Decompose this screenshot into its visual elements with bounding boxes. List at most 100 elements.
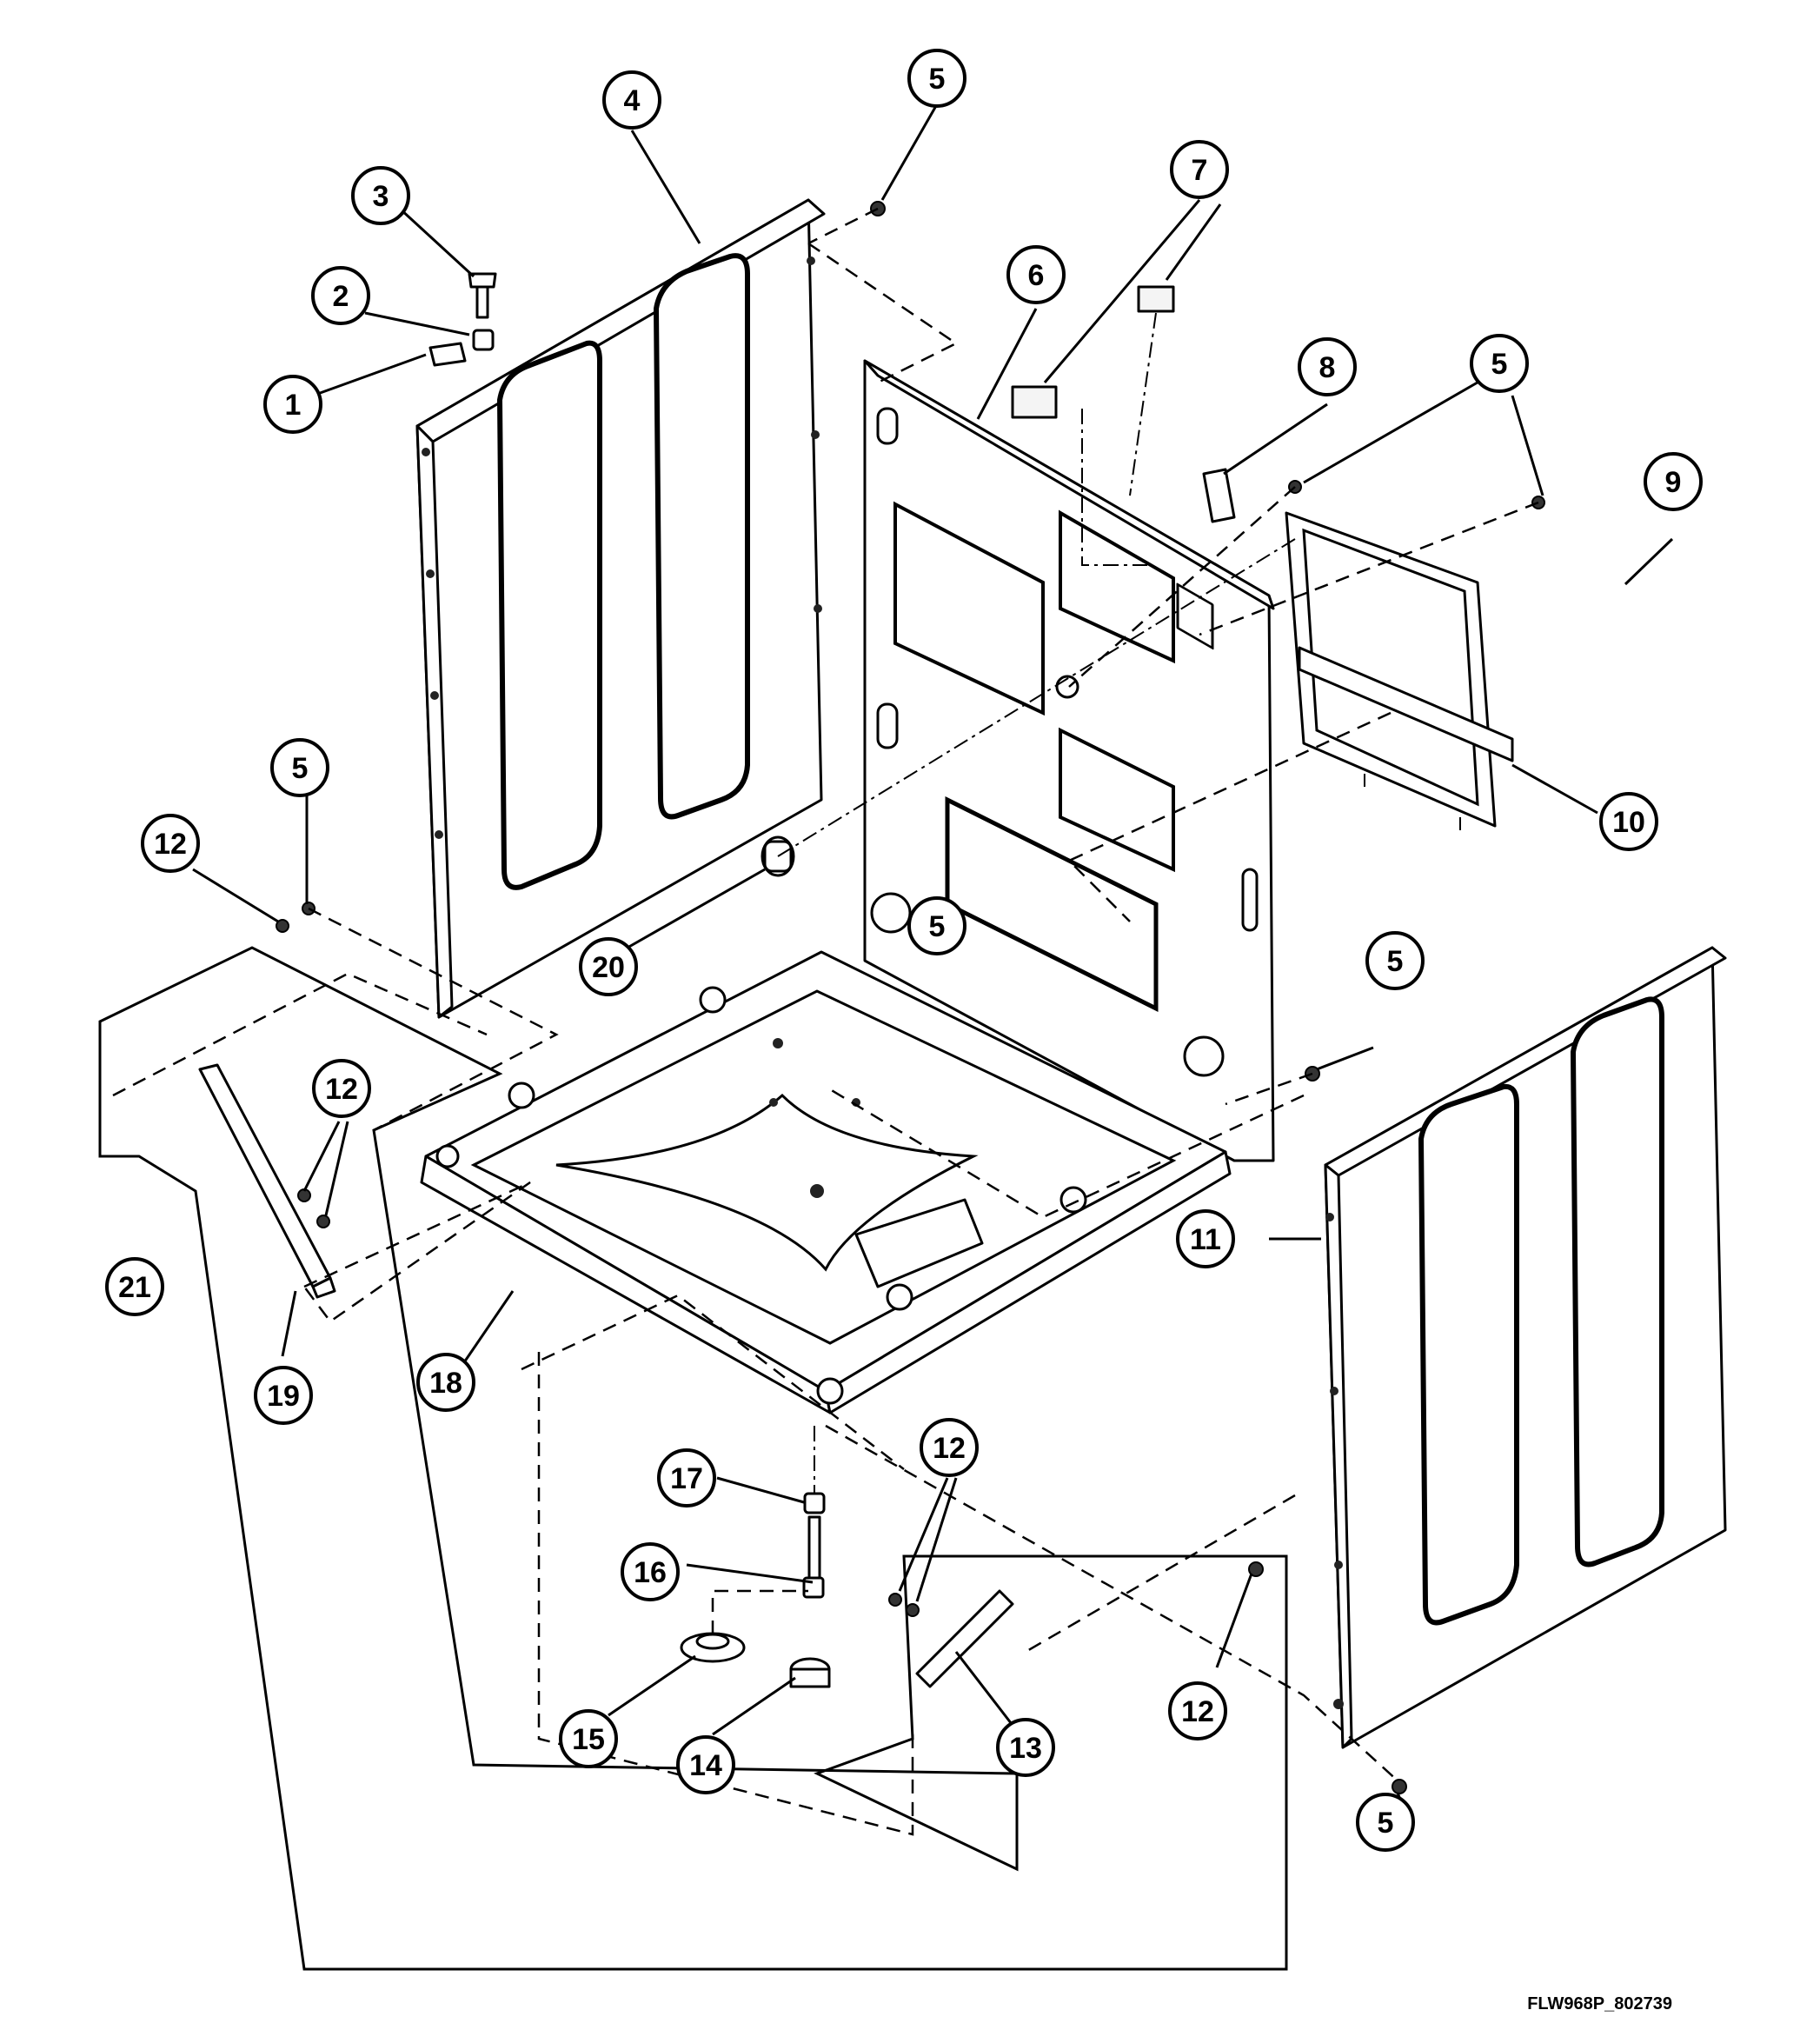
callout-5: 5 xyxy=(1470,334,1529,393)
callout-circle xyxy=(254,1366,313,1425)
part-15-foot-pad xyxy=(680,1632,746,1663)
callout-number: 7 xyxy=(1192,154,1208,187)
part-18-base-frame xyxy=(420,950,1232,1414)
callout-number: 5 xyxy=(1387,945,1404,978)
callout-number: 18 xyxy=(429,1367,462,1400)
callout-circle xyxy=(1470,334,1529,393)
callout-number: 9 xyxy=(1665,466,1682,499)
callout-number: 5 xyxy=(1491,348,1508,381)
callout-14: 14 xyxy=(676,1735,735,1794)
callout-number: 5 xyxy=(929,910,946,943)
callout-circle xyxy=(312,1059,371,1118)
callout-number: 14 xyxy=(689,1749,722,1782)
callout-8: 8 xyxy=(1298,337,1357,396)
part-16-leveling-bolt xyxy=(802,1515,825,1599)
part-8-latch xyxy=(1202,468,1236,523)
callout-circle xyxy=(1356,1793,1415,1852)
callout-circle xyxy=(1298,337,1357,396)
callout-5: 5 xyxy=(1356,1793,1415,1852)
callout-number: 20 xyxy=(592,951,625,984)
callout-circle xyxy=(996,1718,1055,1777)
callout-number: 12 xyxy=(325,1073,358,1106)
assembly-guide-lines xyxy=(112,207,1539,1836)
callout-18: 18 xyxy=(416,1353,475,1412)
callout-circle xyxy=(105,1257,164,1316)
part-14-foot-cup xyxy=(789,1657,831,1688)
callout-circle xyxy=(1168,1681,1227,1740)
callout-20: 20 xyxy=(579,937,638,996)
callout-number: 11 xyxy=(1190,1223,1221,1256)
callout-circle xyxy=(907,49,966,108)
callout-21: 21 xyxy=(105,1257,164,1316)
callout-number: 4 xyxy=(624,84,641,117)
callout-10: 10 xyxy=(1599,792,1658,851)
callout-5: 5 xyxy=(907,896,966,955)
callout-number: 5 xyxy=(292,752,309,785)
callout-circle xyxy=(141,814,200,873)
callout-circle xyxy=(621,1542,680,1601)
callout-12: 12 xyxy=(1168,1681,1227,1740)
part-17-nut xyxy=(803,1492,826,1514)
callout-4: 4 xyxy=(602,70,661,130)
callout-circle xyxy=(270,738,329,797)
callout-number: 13 xyxy=(1009,1732,1042,1765)
callout-12: 12 xyxy=(141,814,200,873)
callout-number: 21 xyxy=(118,1271,151,1304)
callout-number: 5 xyxy=(929,63,946,96)
callout-number: 1 xyxy=(285,389,302,422)
part-4-left-side-panel xyxy=(415,198,826,1019)
callout-5: 5 xyxy=(1365,931,1425,990)
reference-code: FLW968P_802739 xyxy=(1527,1994,1672,2013)
callout-circle xyxy=(1170,140,1229,199)
callout-19: 19 xyxy=(254,1366,313,1425)
part-13-right-bracket xyxy=(915,1589,1014,1688)
callout-circle xyxy=(559,1709,618,1768)
part-3-bolt xyxy=(468,272,497,319)
callout-7: 7 xyxy=(1170,140,1229,199)
part-1-clip xyxy=(428,342,467,367)
callout-circle xyxy=(1644,452,1703,511)
callout-number: 6 xyxy=(1028,259,1045,292)
callout-12: 12 xyxy=(920,1418,979,1477)
callout-number: 12 xyxy=(154,828,187,861)
callout-12: 12 xyxy=(312,1059,371,1118)
callout-1: 1 xyxy=(263,375,322,434)
callout-number: 19 xyxy=(267,1380,300,1413)
part-2-nut xyxy=(472,329,495,351)
callout-circle xyxy=(657,1448,716,1508)
callout-number: 10 xyxy=(1612,806,1645,839)
callout-16: 16 xyxy=(621,1542,680,1601)
callout-circle xyxy=(263,375,322,434)
callout-number: 5 xyxy=(1378,1807,1394,1840)
callout-circle xyxy=(311,266,370,325)
part-19-left-bracket xyxy=(198,1063,336,1299)
callout-circle xyxy=(1176,1209,1235,1268)
callout-labels: 1234555555678910111212121213141516171819… xyxy=(105,49,1703,1852)
callout-9: 9 xyxy=(1644,452,1703,511)
part-11-right-side-panel xyxy=(1324,946,1727,1749)
part-7-labels xyxy=(1011,285,1175,419)
callout-circle xyxy=(920,1418,979,1477)
callout-circle xyxy=(1599,792,1658,851)
callout-circle xyxy=(351,166,410,225)
callout-circle xyxy=(579,937,638,996)
callout-5: 5 xyxy=(270,738,329,797)
callout-17: 17 xyxy=(657,1448,716,1508)
callout-circle xyxy=(416,1353,475,1412)
callout-6: 6 xyxy=(1006,245,1066,304)
callout-number: 12 xyxy=(1181,1695,1214,1728)
callout-5: 5 xyxy=(907,49,966,108)
callout-circle xyxy=(676,1735,735,1794)
callout-3: 3 xyxy=(351,166,410,225)
callout-13: 13 xyxy=(996,1718,1055,1777)
callout-circle xyxy=(1365,931,1425,990)
callout-number: 3 xyxy=(373,180,389,213)
callout-11: 11 xyxy=(1176,1209,1235,1268)
callout-number: 2 xyxy=(333,280,349,313)
callout-circle xyxy=(602,70,661,130)
callout-15: 15 xyxy=(559,1709,618,1768)
callout-circle xyxy=(1006,245,1066,304)
callout-number: 8 xyxy=(1319,351,1336,384)
callout-2: 2 xyxy=(311,266,370,325)
